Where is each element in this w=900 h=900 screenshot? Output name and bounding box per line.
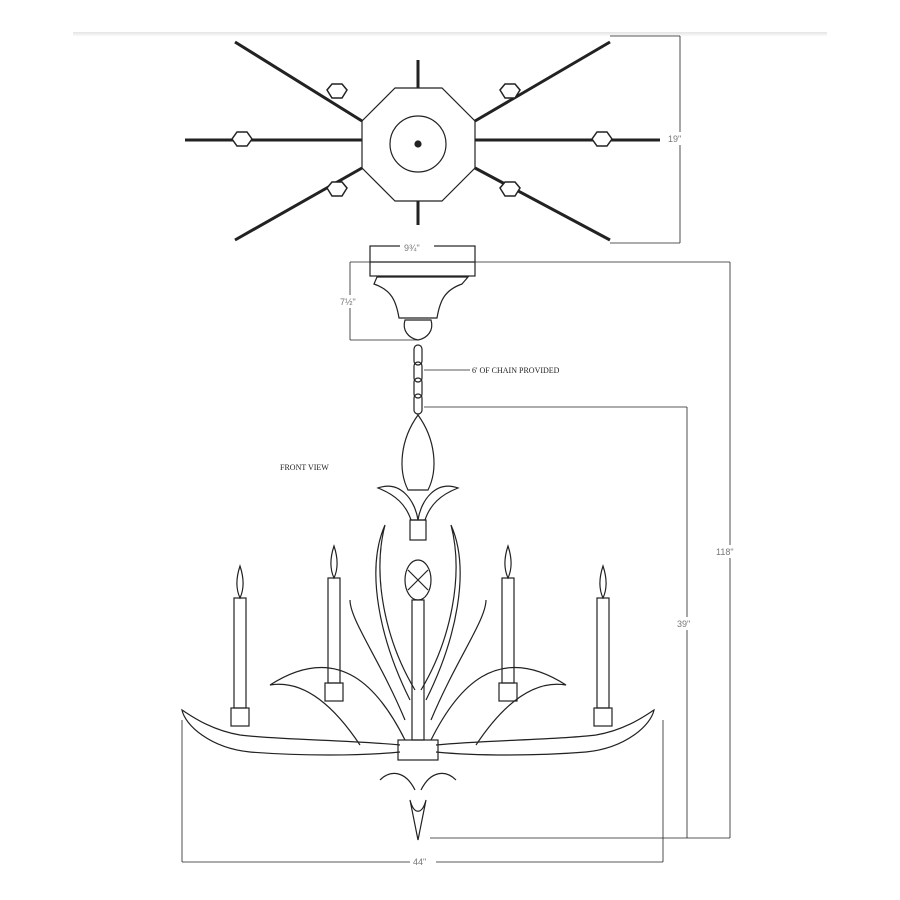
canopy-height-dimension: 7½" — [340, 297, 356, 307]
overall-width-dimension: 44" — [413, 857, 426, 867]
canopy-width-dimension: 9¾" — [404, 243, 420, 253]
top-width-dimension: 19" — [668, 134, 681, 144]
overall-height-dimension: 118" — [716, 547, 734, 557]
chandelier-body — [181, 413, 655, 841]
top-view — [185, 40, 660, 242]
chain — [413, 344, 423, 415]
chain-note: 6' OF CHAIN PROVIDED — [472, 366, 560, 375]
front-view-label: FRONT VIEW — [280, 463, 329, 472]
canopy — [369, 245, 476, 341]
page-top-rule — [73, 32, 827, 36]
body-height-dimension: 39" — [677, 619, 690, 629]
